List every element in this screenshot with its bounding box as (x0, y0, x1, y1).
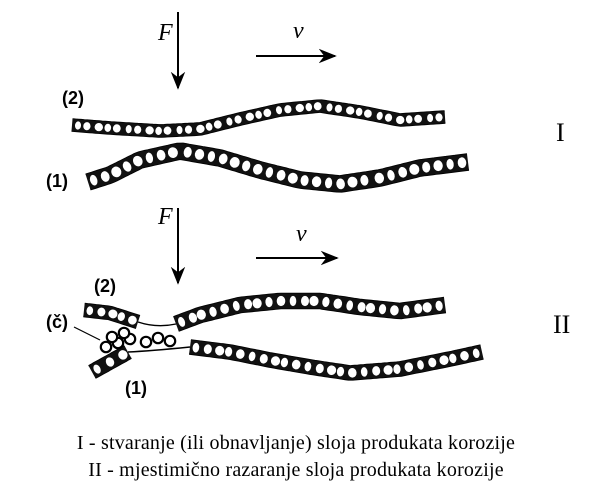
corrosion-layer-bottom-fragment (88, 345, 132, 379)
panel-1: F v (2) (1) I (46, 12, 565, 193)
corrosion-layer-top-fragment (83, 302, 141, 329)
corrosion-layer-bottom (85, 142, 470, 193)
roman-numeral: I (556, 118, 565, 147)
layer-top-label: (2) (62, 88, 84, 108)
particle (105, 330, 119, 344)
panel-2: F v (2) (č) (1) II (46, 204, 570, 398)
particles-label: (č) (46, 312, 68, 332)
particle (117, 326, 131, 340)
particle (99, 340, 113, 354)
caption-line-1: I - stvaranje (ili obnavljanje) sloja pr… (76, 432, 516, 454)
corrosion-layer-top (71, 99, 446, 138)
particle (163, 334, 177, 348)
corrosion-layer-top (173, 292, 447, 332)
particle (151, 331, 165, 345)
velocity-label: v (293, 18, 304, 44)
force-label: F (157, 20, 173, 46)
force-label: F (157, 204, 173, 230)
detached-particles (99, 321, 191, 354)
particle (139, 335, 153, 349)
particles-pointer (73, 326, 101, 341)
roman-numeral: II (553, 310, 570, 339)
layer-top-label: (2) (94, 276, 116, 296)
corrosion-layer-bottom (188, 339, 484, 381)
layer-bottom-label: (1) (46, 171, 68, 191)
velocity-label: v (296, 221, 307, 247)
layer-bottom-label: (1) (125, 378, 147, 398)
caption-line-2: II - mjestimično razaranje sloja produka… (88, 459, 504, 481)
